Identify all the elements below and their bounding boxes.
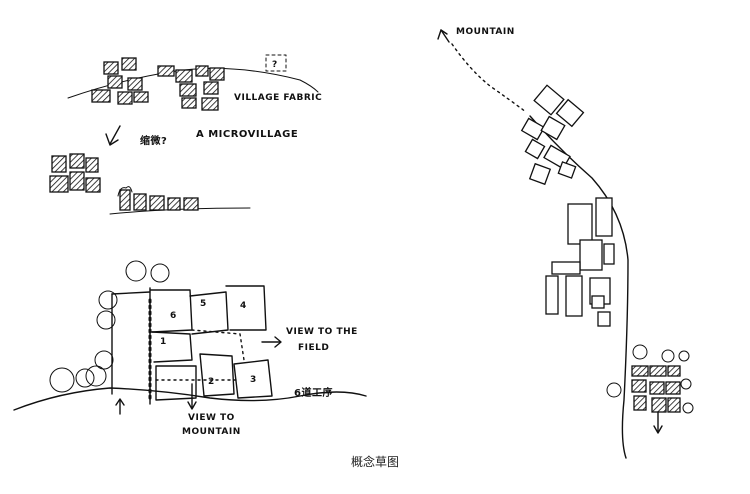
village-fabric-label: VILLAGE FABRIC [234,93,322,103]
room-number-6: 6 [170,311,177,321]
room-number-5: 5 [200,299,207,309]
room-number-1: 1 [160,337,167,347]
mountain-label: MOUNTAIN [456,27,515,37]
mountain-path-sketch: MOUNTAIN [437,27,694,459]
village-fabric-sketch: ? VILLAGE FABRIC [67,54,322,111]
view-to-mountain-label-line1: VIEW TO [188,413,235,423]
micro-village-prefix-label: 缩微? [140,134,167,147]
six-courtyards-label: 6道工序 [294,386,333,399]
site-plan-sketch: 6 5 4 1 2 3 VIEW TO THE FIELD VIEW TO MO… [13,260,367,437]
micro-village-label: A MICROVILLAGE [196,129,298,140]
figure-caption: 概念草图 [350,455,399,469]
micro-village-sketch [49,153,251,215]
room-number-2: 2 [208,377,215,387]
room-number-4: 4 [240,301,247,311]
room-number-3: 3 [250,375,257,385]
view-to-mountain-label-line2: MOUNTAIN [182,427,241,437]
view-to-the-field-label-line2: FIELD [298,343,329,353]
view-to-the-field-label-line1: VIEW TO THE [286,327,358,337]
question-mark-label: ? [272,60,278,70]
micro-village-annotation: 缩微? A MICROVILLAGE [105,125,298,147]
